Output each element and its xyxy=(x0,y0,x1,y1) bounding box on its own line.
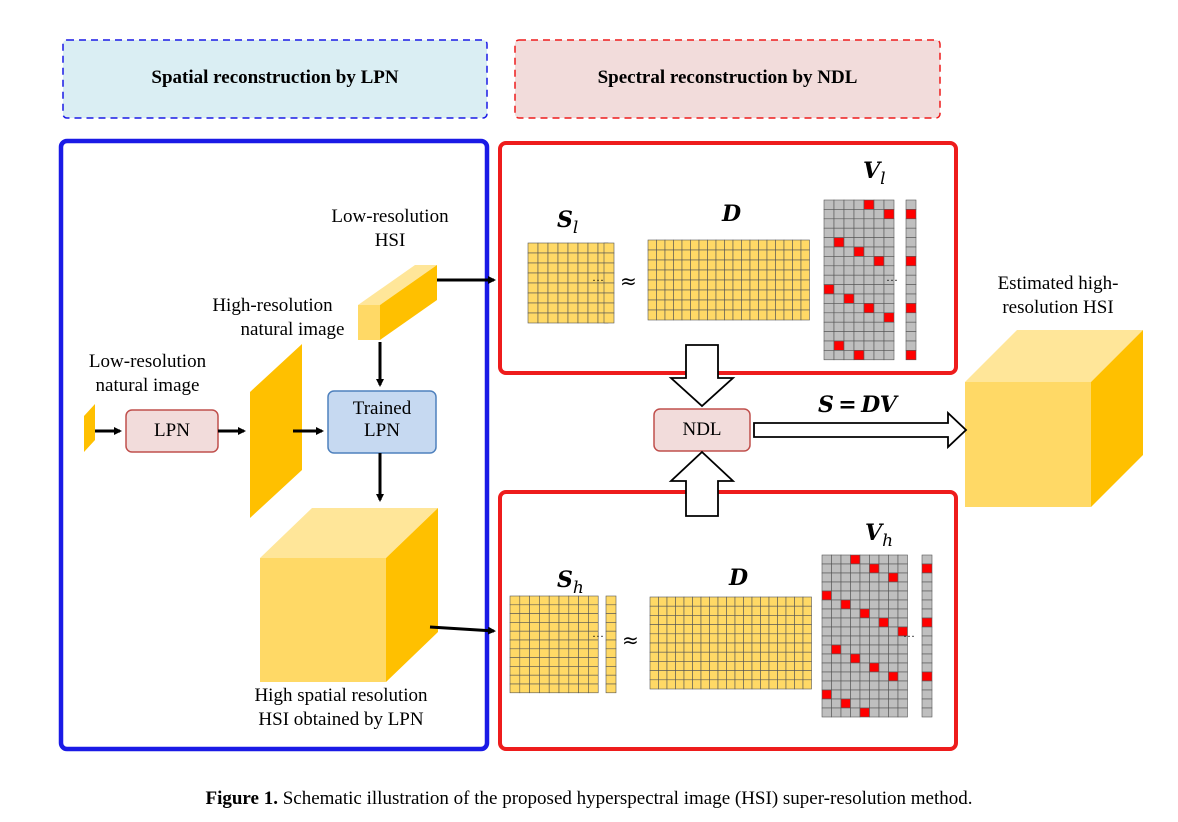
figure-caption: Figure 1. Schematic illustration of the … xyxy=(0,788,1178,810)
spectral-frame-low xyxy=(498,141,958,375)
low-res-hsi-label: Low-resolution HSI xyxy=(300,205,480,253)
math-V-h: Vh xyxy=(865,520,893,551)
d-top-grid xyxy=(647,239,810,321)
estimated-hsi-line1: Estimated high- xyxy=(997,273,1119,294)
high-res-natural-label: High-resolution natural image xyxy=(185,294,360,342)
estimated-hsi-label: Estimated high- resolution HSI xyxy=(968,272,1148,320)
s-l-grid xyxy=(527,242,609,324)
low-res-natural-label: Low-resolution natural image xyxy=(65,350,230,398)
high-spatial-hsi-line2: HSI obtained by LPN xyxy=(258,709,424,730)
math-S-l-base: S xyxy=(557,207,573,233)
low-res-hsi-line2: HSI xyxy=(374,230,406,251)
figure-label: Figure 1. xyxy=(205,788,278,809)
s-l-ellipsis: ··· xyxy=(592,273,604,287)
s-h-grid xyxy=(509,595,599,694)
math-V-l: Vl xyxy=(863,158,886,189)
trained-lpn-line1: Trained xyxy=(352,398,412,419)
math-S-h-base: S xyxy=(557,567,573,593)
lpn-label: LPN xyxy=(154,420,190,441)
low-res-natural-line1: Low-resolution xyxy=(88,351,207,372)
caption-text: Schematic illustration of the proposed h… xyxy=(277,788,973,809)
math-V-l-base: V xyxy=(863,158,881,184)
s-h-column xyxy=(605,595,617,694)
high-res-natural-line2: natural image xyxy=(240,319,345,340)
v-l-column xyxy=(905,199,917,361)
high-spatial-hsi-line1: High spatial resolution xyxy=(254,685,428,706)
v-h-grid xyxy=(821,554,908,718)
spectral-header-panel xyxy=(514,39,941,119)
ndl-label: NDL xyxy=(682,419,722,440)
low-res-natural-line2: natural image xyxy=(95,375,200,396)
math-D-top: D xyxy=(722,201,742,227)
math-S-h-sub: h xyxy=(572,578,584,598)
low-res-natural-image xyxy=(84,404,95,452)
estimated-hsi-cube xyxy=(965,330,1143,507)
s-l-column xyxy=(603,242,615,324)
estimated-hsi-line2: resolution HSI xyxy=(1002,297,1114,318)
high-spatial-hsi-label: High spatial resolution HSI obtained by … xyxy=(228,684,454,732)
low-res-hsi-line1: Low-resolution xyxy=(331,206,449,227)
v-l-grid xyxy=(823,199,895,361)
math-S-l-sub: l xyxy=(572,218,579,238)
equation-label: S = DV xyxy=(818,392,897,418)
math-S-l: Sl xyxy=(557,207,578,238)
v-h-column xyxy=(921,554,933,718)
approx-top: ≈ xyxy=(620,269,637,293)
low-res-hsi-cube xyxy=(358,265,437,340)
trained-lpn-box xyxy=(327,390,437,454)
hollow-arrow-up xyxy=(668,450,736,517)
math-S-h: Sh xyxy=(557,567,584,598)
matrix-grids: ··· ··· ··· ··· xyxy=(509,199,933,718)
spatial-header: Spatial reconstruction by LPN xyxy=(151,67,399,88)
math-D-bottom: D xyxy=(729,565,749,591)
math-V-h-base: V xyxy=(865,520,883,546)
arrow-cube-to-spectral xyxy=(429,625,496,635)
flow-arrows xyxy=(95,276,496,635)
math-V-h-sub: h xyxy=(882,531,894,551)
d-bottom-grid xyxy=(649,596,812,690)
v-l-ellipsis: ··· xyxy=(886,273,898,287)
spectral-header: Spectral reconstruction by NDL xyxy=(597,67,858,88)
trained-lpn-label: Trained LPN xyxy=(328,398,436,442)
high-res-natural-image xyxy=(250,344,302,518)
spatial-frame xyxy=(58,138,490,752)
v-h-ellipsis: ··· xyxy=(903,629,915,643)
trained-lpn-line2: LPN xyxy=(364,420,400,441)
spatial-header-panel xyxy=(62,39,488,119)
hollow-arrow-down xyxy=(668,344,736,408)
high-res-natural-line1: High-resolution xyxy=(212,295,333,316)
hollow-arrow-right xyxy=(753,410,968,450)
s-h-ellipsis: ··· xyxy=(592,629,604,643)
math-V-l-sub: l xyxy=(880,169,886,189)
approx-bottom: ≈ xyxy=(622,628,639,652)
spectral-frame-high xyxy=(498,490,958,751)
high-spatial-hsi-cube xyxy=(260,508,438,682)
